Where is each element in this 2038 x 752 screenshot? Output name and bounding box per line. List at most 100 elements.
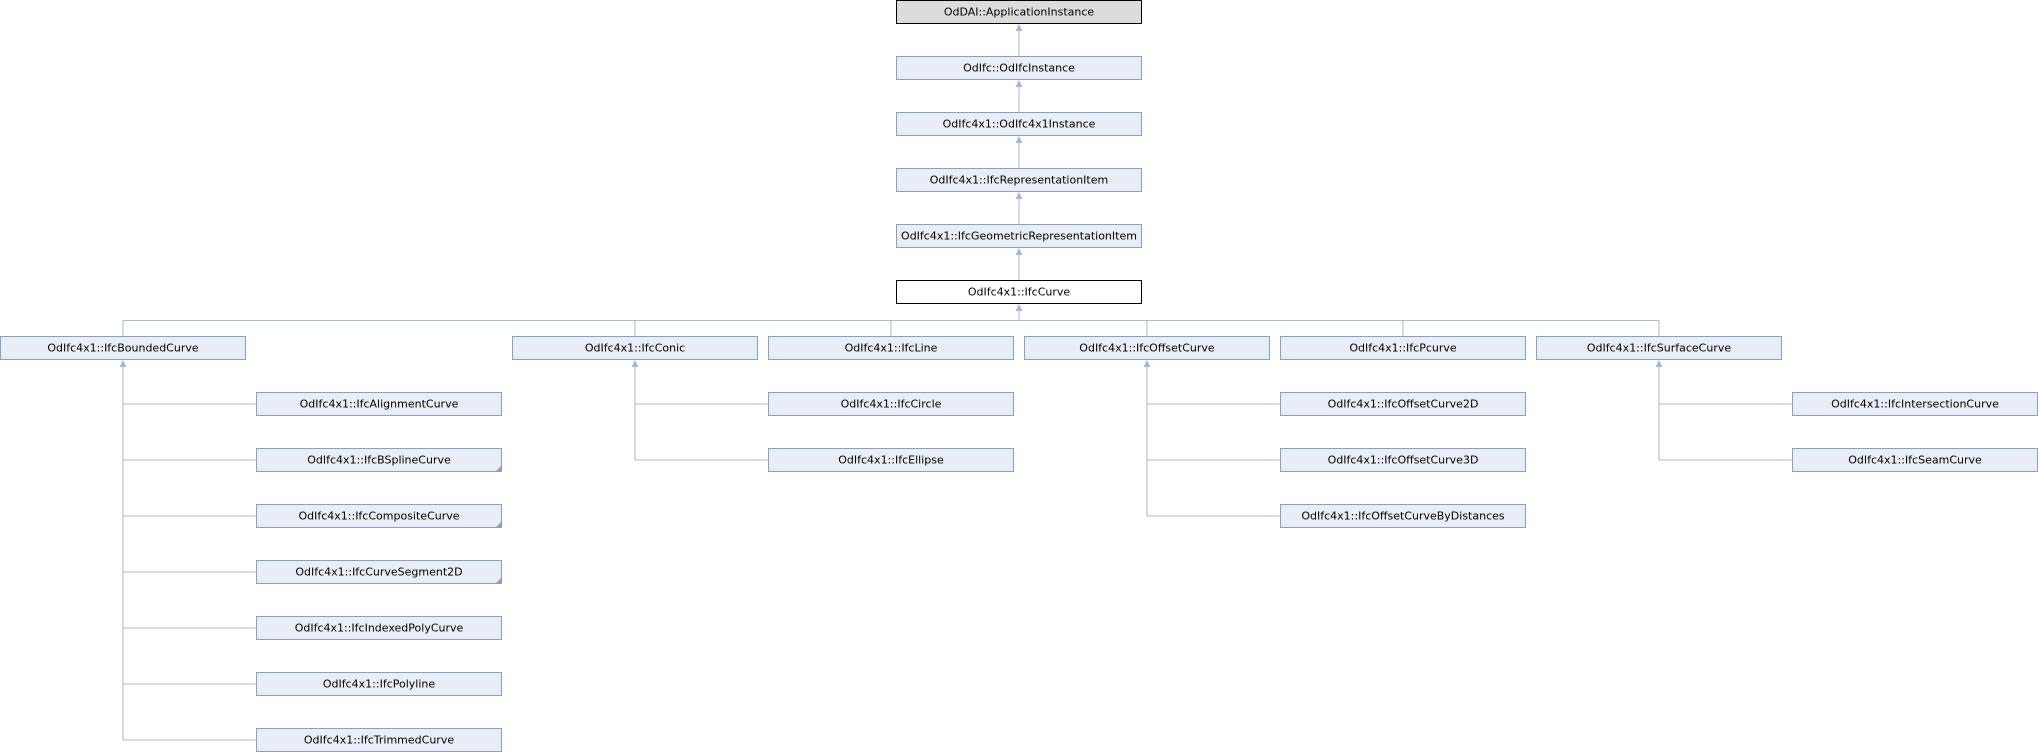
class-label: OdIfc4x1::IfcConic [585, 342, 685, 355]
class-node-circle[interactable]: OdIfc4x1::IfcCircle [768, 392, 1014, 416]
class-box [0, 336, 246, 360]
class-box [1536, 336, 1782, 360]
edge-group-ifc-curve [122, 304, 1660, 336]
class-node-conic[interactable]: OdIfc4x1::IfcConic [512, 336, 758, 360]
class-box [1280, 392, 1526, 416]
class-node-ellipse[interactable]: OdIfc4x1::IfcEllipse [768, 448, 1014, 472]
class-label: OdIfc4x1::IfcCompositeCurve [298, 510, 459, 523]
class-box [512, 336, 758, 360]
class-box [768, 448, 1014, 472]
class-label: OdIfc4x1::IfcLine [845, 342, 938, 355]
inheritance-arrow [1015, 304, 1023, 311]
class-node-ifc-curve[interactable]: OdIfc4x1::IfcCurve [896, 280, 1142, 304]
inheritance-arrow [1015, 80, 1023, 87]
class-label: OdIfc4x1::IfcGeometricRepresentationItem [901, 230, 1137, 243]
class-label: OdIfc4x1::IfcIntersectionCurve [1831, 398, 1999, 411]
class-label: OdIfc4x1::IfcTrimmedCurve [304, 734, 454, 747]
class-label: OdIfc4x1::OdIfc4x1Instance [943, 118, 1096, 131]
more-subclasses-marker [496, 466, 501, 471]
edge-group-odifc-instance [1015, 80, 1023, 112]
class-node-offset-curve-3d[interactable]: OdIfc4x1::IfcOffsetCurve3D [1280, 448, 1526, 472]
class-box [256, 504, 502, 528]
edge-group-representation-item [1015, 192, 1023, 224]
class-label: OdIfc4x1::IfcBoundedCurve [47, 342, 199, 355]
class-label: OdIfc4x1::IfcOffsetCurve [1079, 342, 1215, 355]
class-label: OdIfc::OdIfcInstance [963, 62, 1075, 75]
class-box [896, 168, 1142, 192]
more-subclasses-marker [496, 578, 501, 583]
class-label: OdIfc4x1::IfcOffsetCurve3D [1328, 454, 1479, 467]
class-box [1280, 448, 1526, 472]
class-label: OdIfc4x1::IfcSurfaceCurve [1587, 342, 1731, 355]
class-label: OdIfc4x1::IfcRepresentationItem [930, 174, 1108, 187]
class-node-indexed-poly-curve[interactable]: OdIfc4x1::IfcIndexedPolyCurve [256, 616, 502, 640]
edge-group-conic [631, 360, 768, 461]
edge-group-bounded-curve [119, 360, 256, 741]
class-label: OdIfc4x1::IfcEllipse [838, 454, 944, 467]
class-box [1280, 504, 1526, 528]
class-node-alignment-curve[interactable]: OdIfc4x1::IfcAlignmentCurve [256, 392, 502, 416]
edge-group-surface-curve [1655, 360, 1792, 461]
class-node-pcurve[interactable]: OdIfc4x1::IfcPcurve [1280, 336, 1526, 360]
class-box [256, 616, 502, 640]
class-box [768, 392, 1014, 416]
class-node-curve-segment-2d[interactable]: OdIfc4x1::IfcCurveSegment2D [256, 560, 502, 584]
class-label: OdIfc4x1::IfcOffsetCurve2D [1328, 398, 1479, 411]
class-node-seam-curve[interactable]: OdIfc4x1::IfcSeamCurve [1792, 448, 2038, 472]
class-node-odifc-instance[interactable]: OdIfc::OdIfcInstance [896, 56, 1142, 80]
class-node-app-instance[interactable]: OdDAI::ApplicationInstance [896, 0, 1142, 24]
class-box [256, 392, 502, 416]
class-node-polyline[interactable]: OdIfc4x1::IfcPolyline [256, 672, 502, 696]
edge-group-geometric-representation-item [1015, 248, 1023, 280]
class-node-offset-curve[interactable]: OdIfc4x1::IfcOffsetCurve [1024, 336, 1270, 360]
class-label: OdIfc4x1::IfcPolyline [323, 678, 436, 691]
class-label: OdIfc4x1::IfcBSplineCurve [307, 454, 451, 467]
class-node-bounded-curve[interactable]: OdIfc4x1::IfcBoundedCurve [0, 336, 246, 360]
class-label: OdIfc4x1::IfcOffsetCurveByDistances [1301, 510, 1505, 523]
class-node-odifc4x1-instance[interactable]: OdIfc4x1::OdIfc4x1Instance [896, 112, 1142, 136]
class-node-intersection-curve[interactable]: OdIfc4x1::IfcIntersectionCurve [1792, 392, 2038, 416]
class-box [896, 224, 1142, 248]
class-label: OdIfc4x1::IfcAlignmentCurve [300, 398, 459, 411]
class-label: OdIfc4x1::IfcCurve [968, 286, 1071, 299]
class-box [1024, 336, 1270, 360]
edge-group-app-instance [1015, 24, 1023, 56]
more-subclasses-marker [496, 522, 501, 527]
edge-group-odifc4x1-instance [1015, 136, 1023, 168]
class-node-composite-curve[interactable]: OdIfc4x1::IfcCompositeCurve [256, 504, 502, 528]
inheritance-arrow [1015, 248, 1023, 255]
class-label: OdDAI::ApplicationInstance [944, 6, 1095, 19]
class-node-bspline-curve[interactable]: OdIfc4x1::IfcBSplineCurve [256, 448, 502, 472]
inheritance-arrow [1015, 24, 1023, 31]
inheritance-arrow [1143, 360, 1151, 367]
class-node-trimmed-curve[interactable]: OdIfc4x1::IfcTrimmedCurve [256, 728, 502, 752]
class-node-offset-curve-by-distances[interactable]: OdIfc4x1::IfcOffsetCurveByDistances [1280, 504, 1526, 528]
class-label: OdIfc4x1::IfcPcurve [1349, 342, 1457, 355]
class-box [256, 560, 502, 584]
class-node-line[interactable]: OdIfc4x1::IfcLine [768, 336, 1014, 360]
class-box [896, 280, 1142, 304]
edge-group-offset-curve [1143, 360, 1280, 517]
inheritance-arrow [1015, 192, 1023, 199]
class-box [256, 672, 502, 696]
class-box [896, 112, 1142, 136]
class-label: OdIfc4x1::IfcIndexedPolyCurve [295, 622, 464, 635]
class-box [256, 448, 502, 472]
class-box [768, 336, 1014, 360]
class-box [896, 56, 1142, 80]
class-box [1280, 336, 1526, 360]
class-node-offset-curve-2d[interactable]: OdIfc4x1::IfcOffsetCurve2D [1280, 392, 1526, 416]
edges-layer [119, 24, 1792, 741]
class-node-representation-item[interactable]: OdIfc4x1::IfcRepresentationItem [896, 168, 1142, 192]
inheritance-arrow [631, 360, 639, 367]
inheritance-arrow [1015, 136, 1023, 143]
class-box [896, 0, 1142, 24]
class-label: OdIfc4x1::IfcCircle [841, 398, 942, 411]
class-node-surface-curve[interactable]: OdIfc4x1::IfcSurfaceCurve [1536, 336, 1782, 360]
class-label: OdIfc4x1::IfcSeamCurve [1848, 454, 1982, 467]
inheritance-arrow [119, 360, 127, 367]
inheritance-arrow [1655, 360, 1663, 367]
class-node-geometric-representation-item[interactable]: OdIfc4x1::IfcGeometricRepresentationItem [896, 224, 1142, 248]
